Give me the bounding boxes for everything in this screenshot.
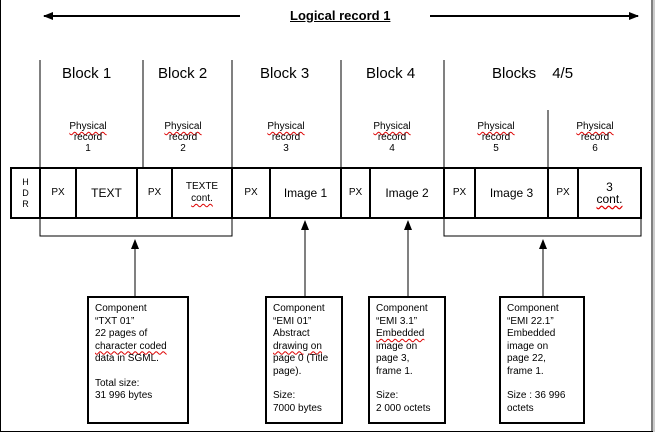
component-line: “TXT 01” (95, 315, 135, 327)
component-line: image on (507, 340, 549, 352)
component-line: data in SGML. (95, 353, 159, 364)
px-cell-4: PX (348, 187, 363, 198)
component-line: Component (376, 303, 428, 314)
component-line (95, 366, 181, 378)
component-line: Component (507, 303, 559, 314)
block-3-label: Block 3 (260, 65, 310, 82)
px-cell-2: PX (147, 187, 162, 198)
component-line: Size: (376, 390, 399, 401)
component-line: Size : 36 996 (507, 390, 566, 401)
component-line: Total size: (95, 377, 140, 389)
block-2-label: Block 2 (158, 65, 208, 82)
component-line: frame 1. (376, 365, 413, 377)
component-line: Component (95, 303, 147, 314)
image-1-cell: Image 1 (283, 186, 328, 200)
component-line (507, 378, 577, 390)
bracket-text (39, 218, 233, 237)
block-4-label: Block 4 (366, 65, 416, 82)
component-line: page 3, (376, 353, 410, 364)
text-cell: TEXT (91, 186, 122, 200)
component-line (376, 378, 438, 390)
component-line: Embedded (507, 328, 556, 339)
component-line: page 22, (507, 353, 546, 364)
image-3-cell: Image 3 (489, 186, 534, 200)
px-cell-3: PX (244, 187, 258, 198)
component-line: Size: (273, 390, 296, 401)
component-line: page 0 (Title (273, 353, 329, 364)
component-line: Embedded (376, 328, 425, 339)
component-line: Component (273, 303, 325, 314)
block-1-label: Block 1 (62, 65, 112, 82)
component-line: 31 996 bytes (95, 390, 153, 401)
component-line: “EMI 3.1” (376, 315, 418, 327)
component-emi01-box: Component “EMI 01” Abstract drawing on p… (265, 296, 343, 424)
component-line: “EMI 22.1” (507, 315, 554, 327)
component-txt01-box: Component “TXT 01” 22 pages of character… (87, 296, 189, 424)
logical-record-title: Logical record 1 (290, 8, 391, 23)
component-line: Abstract (273, 328, 310, 339)
component-line: octets (507, 402, 534, 414)
component-line (273, 378, 335, 390)
px-cell-5: PX (452, 187, 467, 198)
px-cell-6: PX (556, 187, 570, 198)
px-cell-1: PX (51, 187, 65, 198)
component-line: frame 1. (507, 365, 544, 377)
component-emi3-1-box: Component “EMI 3.1” Embedded image on pa… (368, 296, 446, 424)
image-2-cell: Image 2 (385, 186, 429, 200)
component-line: drawing on (273, 340, 322, 352)
component-line: page). (273, 365, 302, 377)
component-line: “EMI 01” (273, 315, 312, 327)
bracket-image3 (443, 218, 642, 237)
component-line: 2 000 octets (376, 402, 431, 414)
component-line: 7000 bytes (273, 402, 322, 414)
component-line: 22 pages of (95, 328, 148, 339)
component-line: image on (376, 340, 418, 352)
component-line: character coded (95, 340, 167, 352)
component-emi22-1-box: Component “EMI 22.1” Embedded image on p… (499, 296, 585, 424)
